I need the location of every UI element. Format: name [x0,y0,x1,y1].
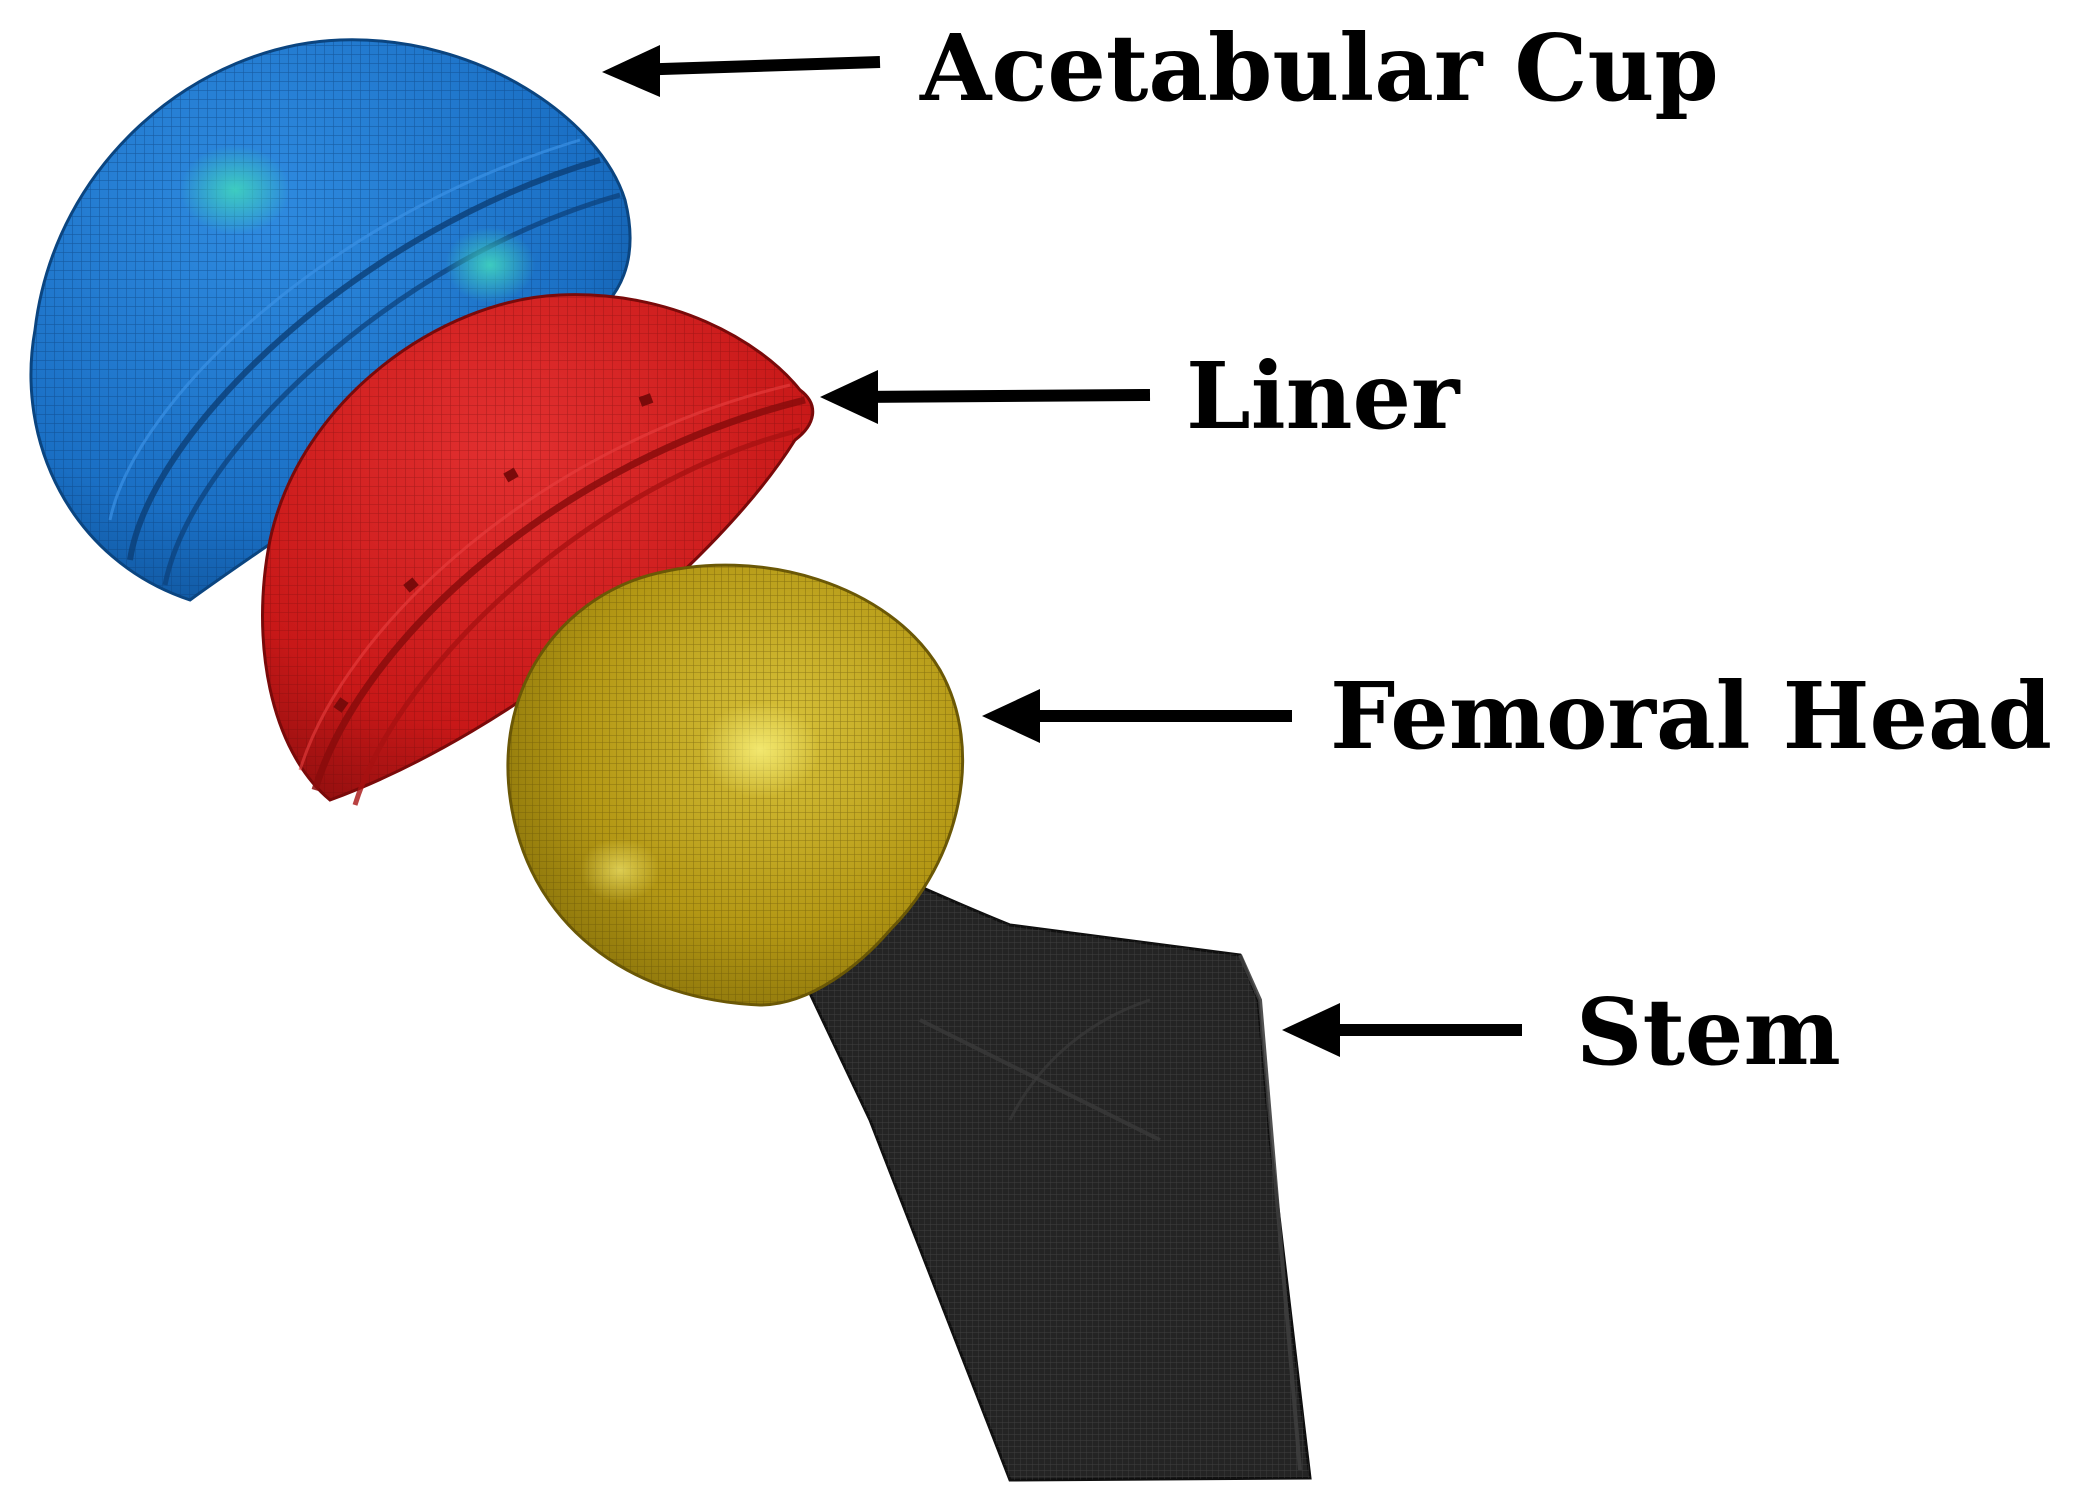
arrow-head-head [982,689,1040,743]
arrow-cup [631,56,881,76]
acetabular-cup-shape [29,38,632,602]
label-stem: Stem [1576,978,1841,1086]
label-acetabular-cup: Acetabular Cup [919,14,1719,122]
stem-shape [778,858,1312,1482]
arrow-stem-head [1282,1003,1340,1057]
arrow-liner-head [820,370,878,424]
arrow-liner [849,389,1151,403]
arrows [602,45,1522,1057]
label-femoral-head: Femoral Head [1330,662,2052,770]
liner-shape [261,293,815,806]
femoral-head-shape [506,563,965,1007]
label-liner: Liner [1186,342,1461,450]
arrow-cup-head [602,45,660,97]
